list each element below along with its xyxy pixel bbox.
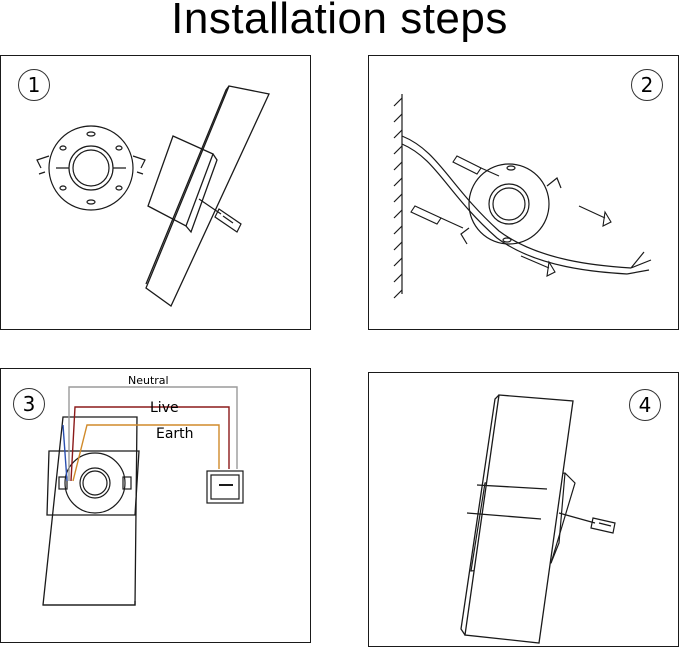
step-3-panel: 3 Neutral Live Earth xyxy=(0,368,311,643)
wall xyxy=(393,94,403,299)
step-2-illustration xyxy=(393,94,652,299)
live-wire xyxy=(70,406,230,482)
wall-switch xyxy=(206,470,244,504)
earth-wire xyxy=(72,424,220,482)
step-4-number: 4 xyxy=(629,389,661,421)
step-1-panel: 1 xyxy=(0,55,311,330)
step-1-illustration xyxy=(36,85,270,307)
neutral-label: Neutral xyxy=(128,374,169,387)
step-3-illustration xyxy=(42,386,244,606)
neutral-wire xyxy=(68,386,238,481)
power-cable xyxy=(401,135,652,275)
live-label: Live xyxy=(150,400,179,416)
step-4-illustration xyxy=(460,394,616,644)
step-2-panel: 2 xyxy=(368,55,679,330)
step-1-number: 1 xyxy=(18,69,50,101)
blue-wire xyxy=(62,424,68,482)
wall-plugs xyxy=(410,155,500,229)
lamp-body xyxy=(460,394,574,644)
screwdriver xyxy=(198,198,242,233)
mounting-bracket xyxy=(36,125,146,211)
screwdriver xyxy=(558,512,616,534)
step-3-number: 3 xyxy=(13,388,45,420)
lamp-body xyxy=(145,85,270,307)
page-title: Installation steps xyxy=(171,0,508,43)
screws xyxy=(520,205,612,277)
mounting-bracket xyxy=(460,163,562,245)
lamp-back-plate xyxy=(42,416,140,606)
step-2-number: 2 xyxy=(631,69,663,101)
earth-label: Earth xyxy=(156,426,194,442)
step-4-panel: 4 xyxy=(368,372,679,647)
mounting-bracket xyxy=(58,452,132,514)
